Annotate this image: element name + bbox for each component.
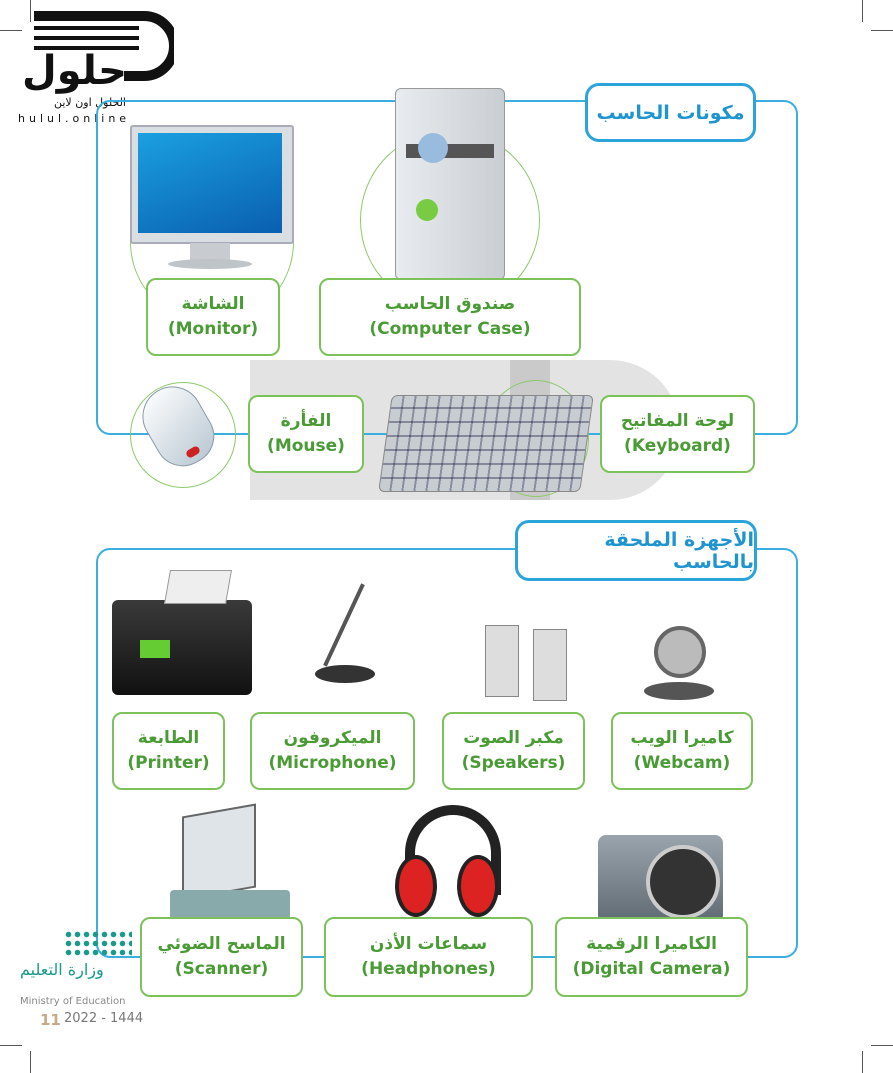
label-ar: الشاشة [181, 294, 245, 315]
ministry-logo-dots [64, 930, 132, 956]
digital-camera-image [598, 835, 723, 923]
label-ar: الطابعة [137, 728, 200, 749]
crop-mark [30, 1051, 31, 1073]
site-logo: حلول الحلول اون لاين hulul.online [14, 8, 179, 126]
label-ar: سماعات الأذن [369, 934, 488, 955]
webcam-image [640, 622, 720, 702]
logo-url: hulul.online [18, 112, 131, 125]
crop-mark [871, 1045, 893, 1046]
label-ar: الميكروفون [283, 728, 382, 749]
components-title: مكونات الحاسب [585, 83, 756, 142]
computer-case-image [395, 88, 505, 280]
label-en: (Computer Case) [369, 319, 531, 339]
edition-year: 2022 - 1444 [64, 1011, 144, 1026]
label-keyboard: لوحة المفاتيح (Keyboard) [600, 395, 755, 473]
label-en: (Keyboard) [624, 436, 731, 456]
headphones-image [395, 805, 501, 917]
label-monitor: الشاشة (Monitor) [146, 278, 280, 356]
speakers-image [485, 615, 575, 705]
crop-mark [862, 0, 863, 22]
label-ar: صندوق الحاسب [384, 294, 516, 315]
label-scanner: الماسح الضوئي (Scanner) [140, 917, 303, 997]
label-ar: الماسح الضوئي [157, 934, 286, 955]
scanner-image [170, 803, 295, 920]
ministry-name-ar-visible: وزارة التعليم [20, 960, 104, 979]
label-en: (Speakers) [461, 753, 566, 773]
label-en: (Microphone) [268, 753, 397, 773]
label-ar: الكاميرا الرقمية [586, 934, 717, 955]
label-en: (Webcam) [633, 753, 731, 773]
label-en: (Headphones) [361, 959, 496, 979]
label-microphone: الميكروفون (Microphone) [250, 712, 415, 790]
crop-mark [871, 30, 893, 31]
label-en: (Printer) [127, 753, 210, 773]
peripherals-title: الأجهزة الملحقة بالحاسب [515, 520, 757, 581]
label-speakers: مكبر الصوت (Speakers) [442, 712, 585, 790]
label-computer-case: صندوق الحاسب (Computer Case) [319, 278, 581, 356]
keyboard-image [378, 395, 594, 492]
label-printer: الطابعة (Printer) [112, 712, 225, 790]
ministry-name-en: Ministry of Education [20, 996, 126, 1007]
label-en: (Monitor) [167, 319, 259, 339]
crop-mark [0, 1045, 22, 1046]
label-en: (Scanner) [174, 959, 269, 979]
label-digital-camera: الكاميرا الرقمية (Digital Camera) [555, 917, 748, 997]
microphone-image [290, 570, 400, 700]
label-ar: الفأرة [280, 411, 332, 432]
label-mouse: الفأرة (Mouse) [248, 395, 364, 473]
crop-mark [862, 1051, 863, 1073]
label-ar: مكبر الصوت [463, 728, 564, 749]
label-ar: كاميرا الويب [630, 728, 734, 749]
label-ar: لوحة المفاتيح [620, 411, 735, 432]
page-number: 11 [40, 1011, 61, 1029]
label-headphones: سماعات الأذن (Headphones) [324, 917, 533, 997]
crop-mark [30, 0, 31, 22]
logo-mark-icon [34, 11, 179, 81]
label-en: (Digital Camera) [572, 959, 731, 979]
monitor-image [130, 125, 294, 280]
logo-text: حلول [22, 48, 127, 94]
label-webcam: كاميرا الويب (Webcam) [611, 712, 753, 790]
printer-image [112, 570, 252, 695]
crop-mark [0, 30, 22, 31]
image-circle [130, 382, 236, 488]
label-en: (Mouse) [267, 436, 345, 456]
